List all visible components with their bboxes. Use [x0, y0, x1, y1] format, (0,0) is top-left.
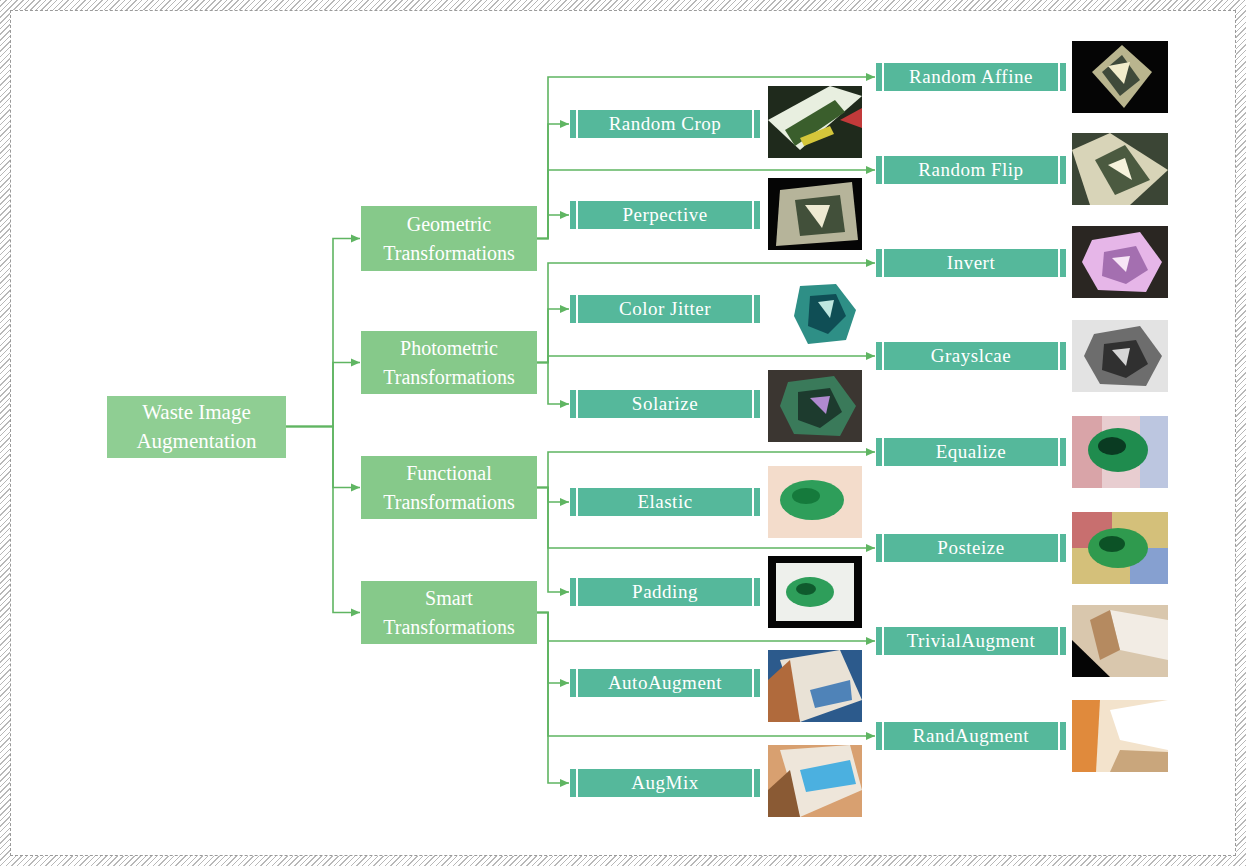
node-label: Elastic — [637, 490, 692, 514]
node-label: Waste Image Augmentation — [115, 398, 278, 456]
method-box: RandAugment — [876, 722, 1066, 750]
node-label: Equalize — [936, 440, 1006, 464]
method-box: Elastic — [570, 488, 760, 516]
tree-connector — [537, 170, 875, 239]
tree-connector — [537, 488, 569, 503]
node-label: TrivialAugment — [907, 629, 1036, 653]
node-label: Photometric Transformations — [369, 334, 529, 392]
method-box: Equalize — [876, 438, 1066, 466]
category-box: Functional Transformations — [361, 456, 537, 519]
tree-connector — [537, 613, 569, 784]
node-label: Color Jitter — [619, 297, 711, 321]
category-box: Smart Transformations — [361, 581, 537, 644]
method-box: Random Flip — [876, 156, 1066, 184]
method-box: AugMix — [570, 769, 760, 797]
method-box: Invert — [876, 249, 1066, 277]
tree-connector — [537, 309, 569, 363]
method-box: Solarize — [570, 390, 760, 418]
method-box: Padding — [570, 578, 760, 606]
method-box: TrivialAugment — [876, 627, 1066, 655]
node-label: Smart Transformations — [369, 584, 529, 642]
tree-connector — [537, 215, 569, 239]
tree-connector — [286, 363, 360, 427]
node-label: AutoAugment — [608, 671, 722, 695]
tree-connector — [537, 613, 875, 737]
tree-connector — [286, 427, 360, 488]
node-label: Posteize — [937, 536, 1004, 560]
node-label: Grayslcae — [931, 344, 1011, 368]
tree-connector — [537, 77, 875, 239]
method-box: Posteize — [876, 534, 1066, 562]
method-box: AutoAugment — [570, 669, 760, 697]
node-label: Solarize — [632, 392, 698, 416]
node-label: Padding — [632, 580, 698, 604]
category-box: Geometric Transformations — [361, 206, 537, 271]
node-label: Random Flip — [918, 158, 1023, 182]
method-box: Perpective — [570, 201, 760, 229]
tree-connector — [286, 239, 360, 427]
category-box: Photometric Transformations — [361, 331, 537, 394]
tree-connector — [537, 124, 569, 239]
tree-connector — [537, 488, 875, 549]
root-box: Waste Image Augmentation — [107, 396, 286, 458]
tree-connector — [537, 452, 875, 488]
node-label: AugMix — [631, 771, 698, 795]
method-box: Random Affine — [876, 63, 1066, 91]
node-label: Perpective — [622, 203, 707, 227]
tree-connector — [537, 613, 875, 642]
tree-connector — [537, 613, 569, 684]
node-label: Functional Transformations — [369, 459, 529, 517]
node-label: Random Affine — [909, 65, 1033, 89]
tree-connector — [537, 488, 569, 593]
method-box: Random Crop — [570, 110, 760, 138]
method-box: Color Jitter — [570, 295, 760, 323]
node-label: Random Crop — [609, 112, 722, 136]
method-box: Grayslcae — [876, 342, 1066, 370]
tree-connector — [537, 356, 875, 363]
node-label: RandAugment — [913, 724, 1029, 748]
tree-connector — [537, 363, 569, 405]
tree-connector — [537, 263, 875, 363]
node-label: Geometric Transformations — [369, 210, 529, 268]
tree-connector — [286, 427, 360, 613]
node-label: Invert — [947, 251, 995, 275]
